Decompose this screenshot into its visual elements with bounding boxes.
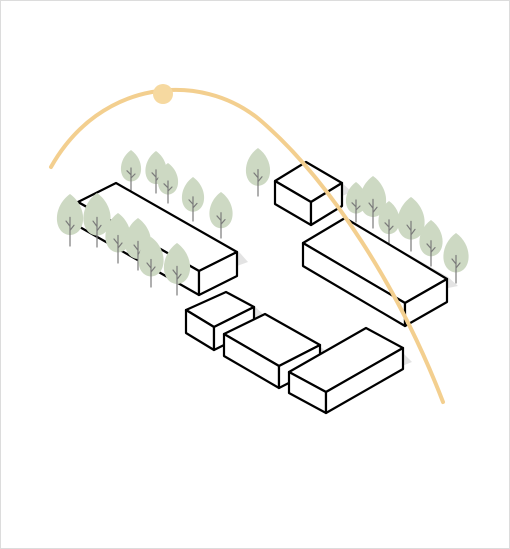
tree-trunk: [188, 196, 198, 222]
tree-crown: [397, 197, 425, 240]
tree-trunk: [126, 167, 136, 191]
tree-icon: [397, 197, 425, 252]
tree-crown: [157, 163, 179, 195]
tree-icon: [443, 233, 469, 284]
tree-icon: [56, 194, 84, 247]
tree-crown: [120, 150, 142, 182]
building-south-large-right: [324, 346, 405, 415]
tree-north: [245, 148, 271, 197]
tree-trunk: [113, 234, 123, 264]
tree-crown: [83, 193, 111, 236]
tree-crown: [56, 194, 84, 236]
building-south-large: [287, 326, 405, 415]
tree-trunk: [451, 254, 461, 284]
tree-icon: [138, 237, 164, 288]
tree-icon: [359, 176, 387, 229]
tree-crown: [443, 233, 469, 273]
tree-crown: [359, 176, 387, 218]
tree-icon: [245, 148, 271, 197]
tree-trunk: [368, 198, 378, 229]
tree-crown: [209, 192, 233, 229]
tree-icon: [181, 177, 205, 222]
tree-icon: [157, 163, 179, 204]
tree-icon: [419, 220, 443, 267]
tree-trunk: [65, 216, 75, 247]
trees-west-front: [56, 193, 191, 296]
building-west-long-right: [197, 250, 239, 297]
trees-west: [120, 150, 233, 239]
tree-icon: [105, 213, 131, 264]
tree-crown: [419, 220, 443, 257]
tree-crown: [105, 213, 131, 253]
tree-crown: [163, 243, 191, 285]
tree-trunk: [216, 212, 226, 239]
tree-icon: [163, 243, 191, 296]
building-north-small-right: [309, 181, 344, 227]
tree-trunk: [163, 180, 173, 204]
tree-icon: [83, 193, 111, 248]
tree-trunk: [426, 240, 436, 267]
tree-crown: [181, 177, 205, 212]
tree-trunk: [253, 169, 263, 197]
tree-icon: [378, 201, 400, 244]
tree-trunk: [351, 199, 361, 223]
trees-east: [345, 176, 469, 284]
sun-icon: [153, 84, 173, 104]
tree-icon: [209, 192, 233, 239]
tree-trunk: [92, 216, 102, 248]
tree-crown: [378, 201, 400, 235]
tree-crown: [138, 237, 164, 277]
tree-trunk: [384, 219, 394, 244]
sun-path: [49, 87, 445, 404]
tree-trunk: [146, 258, 156, 288]
tree-trunk: [406, 220, 416, 252]
tree-icon: [120, 150, 142, 191]
tree-crown: [245, 148, 271, 186]
tree-trunk: [172, 265, 182, 296]
